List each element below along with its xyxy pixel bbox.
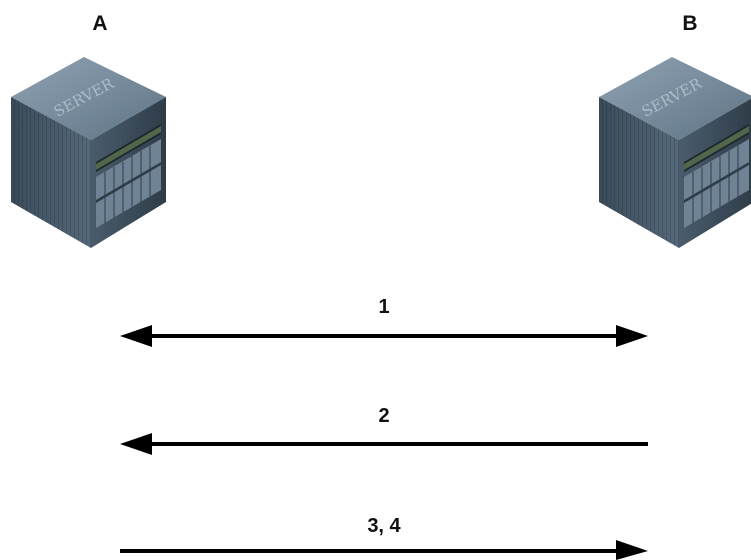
message-3-4-arrow — [120, 540, 648, 560]
message-2-label: 2 — [378, 405, 390, 427]
arrowhead-right — [616, 540, 648, 560]
message-1-label: 1 — [378, 296, 390, 318]
message-2-arrow — [120, 433, 648, 455]
node-a-label: A — [92, 12, 108, 35]
arrowhead-left — [120, 325, 152, 347]
server-b-icon: SERVER — [599, 57, 751, 248]
arrowhead-left — [120, 433, 152, 455]
message-3-4-label: 3, 4 — [367, 515, 401, 537]
server-a-icon: SERVER — [11, 57, 166, 248]
node-b-label: B — [682, 12, 698, 35]
arrowhead-right — [616, 325, 648, 347]
message-1-arrow — [120, 325, 648, 347]
